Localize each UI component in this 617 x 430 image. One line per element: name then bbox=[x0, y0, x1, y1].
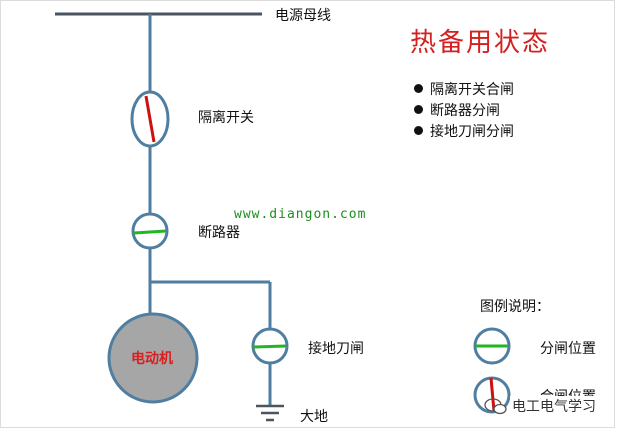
status-bullet bbox=[414, 126, 423, 135]
motor-label: 电动机 bbox=[131, 351, 173, 367]
earth-symbol bbox=[256, 404, 284, 422]
status-item-ground-switch: 接地刀闸分闸 bbox=[430, 124, 514, 140]
website-url: www.diangon.com bbox=[234, 207, 367, 222]
page-title: 热备用状态 bbox=[410, 28, 551, 58]
legend-open-label: 分闸位置 bbox=[540, 341, 596, 357]
legend-title: 图例说明： bbox=[480, 299, 550, 315]
watermark-text: 电工电气学习 bbox=[510, 396, 598, 416]
breaker-open-blade bbox=[133, 229, 167, 235]
status-item-isolator: 隔离开关合闸 bbox=[430, 82, 514, 98]
motor-symbol bbox=[107, 312, 199, 404]
status-bullet bbox=[414, 84, 423, 93]
ground-switch-label: 接地刀闸 bbox=[308, 341, 364, 357]
busbar-label: 电源母线 bbox=[275, 8, 331, 24]
ground-switch-open-blade bbox=[253, 344, 287, 349]
status-item-breaker: 断路器分闸 bbox=[430, 103, 500, 119]
status-bullet bbox=[414, 105, 423, 114]
earth-label: 大地 bbox=[300, 409, 328, 425]
wechat-icon bbox=[484, 398, 507, 415]
isolator-closed-blade bbox=[144, 95, 156, 143]
isolator-label: 隔离开关 bbox=[198, 110, 254, 126]
breaker-label: 断路器 bbox=[198, 225, 240, 241]
legend-closed-blade bbox=[489, 377, 496, 412]
